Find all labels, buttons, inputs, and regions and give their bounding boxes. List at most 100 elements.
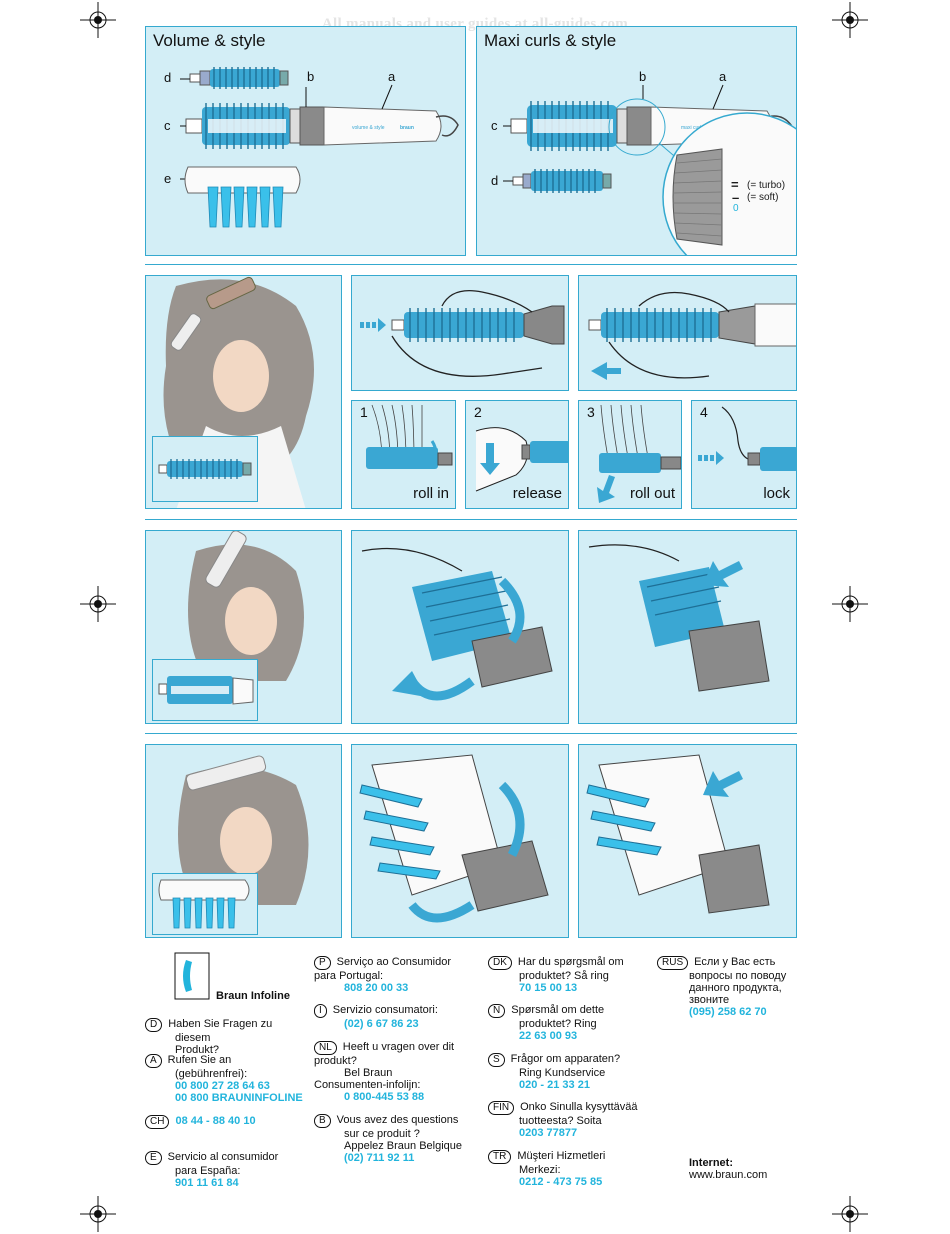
comb-twist-panel xyxy=(351,744,569,938)
curl-attachment-icon xyxy=(158,676,254,705)
roll-in-illustration xyxy=(366,404,453,469)
step-number: 1 xyxy=(360,404,368,420)
country-code: I xyxy=(314,1004,327,1018)
attach-brush-illustration xyxy=(360,289,565,377)
step-roll-out: 3 roll out xyxy=(578,400,682,509)
registration-mark-icon xyxy=(832,2,868,38)
lock-illustration xyxy=(698,406,796,471)
roll-out-illustration xyxy=(597,404,681,503)
panel-title: Volume & style xyxy=(153,31,266,50)
country-code: A xyxy=(145,1054,162,1068)
inset-curl-panel xyxy=(152,659,258,721)
inset-brush-panel xyxy=(152,436,258,502)
switch-mark-turbo: = xyxy=(731,177,739,192)
release-illustration xyxy=(475,427,568,492)
registration-mark-icon xyxy=(832,1196,868,1232)
label-d: d xyxy=(491,173,499,188)
maxi-curls-diagram: maxi curls & style braun xyxy=(503,84,796,255)
curl-release-panel xyxy=(578,530,797,724)
country-code: S xyxy=(488,1053,505,1067)
registration-mark-icon xyxy=(80,1196,116,1232)
detach-brush-illustration xyxy=(588,291,796,380)
country-code: CH xyxy=(145,1115,170,1129)
label-e: e xyxy=(164,171,172,186)
inset-comb-panel xyxy=(152,873,258,935)
country-code: TR xyxy=(488,1150,512,1164)
photo-panel-curls xyxy=(145,530,342,724)
section-divider xyxy=(145,733,797,734)
internet-label: Internet: xyxy=(689,1157,733,1169)
country-code: E xyxy=(145,1151,162,1165)
photo-panel-brush xyxy=(145,275,342,509)
registration-mark-icon xyxy=(832,586,868,622)
brush-attachment-icon xyxy=(158,459,252,479)
country-code: DK xyxy=(488,956,512,970)
comb-release-panel xyxy=(578,744,797,938)
step-label: lock xyxy=(763,485,790,502)
panel-title: Maxi curls & style xyxy=(484,31,617,50)
step-label: roll out xyxy=(629,485,675,502)
label-a: a xyxy=(388,69,396,84)
label-b: b xyxy=(639,69,647,84)
soft-label: (= soft) xyxy=(747,192,779,203)
label-a: a xyxy=(719,69,727,84)
curl-release-illustration xyxy=(588,544,770,692)
turbo-label: (= turbo) xyxy=(747,180,786,191)
section-divider xyxy=(145,519,797,520)
curl-twist-panel xyxy=(351,530,569,724)
switch-mark-soft: – xyxy=(732,190,740,205)
country-code: NL xyxy=(314,1041,337,1055)
switch-mark-off: 0 xyxy=(733,203,739,214)
country-code: P xyxy=(314,956,331,970)
woman-curling-illustration xyxy=(188,531,304,681)
maxi-curls-panel: Maxi curls & style maxi curls & style br… xyxy=(476,26,797,256)
country-code: N xyxy=(488,1004,506,1018)
label-c: c xyxy=(491,118,498,133)
registration-mark-icon xyxy=(80,586,116,622)
step-number: 2 xyxy=(474,404,482,420)
step-number: 4 xyxy=(700,404,708,420)
attach-brush-panel xyxy=(351,275,569,391)
step-number: 3 xyxy=(587,404,595,420)
country-code: FIN xyxy=(488,1101,515,1115)
curl-twist-illustration xyxy=(361,547,553,701)
label-c: c xyxy=(164,118,171,133)
brand-logo: braun xyxy=(400,125,414,131)
registration-mark-icon xyxy=(80,2,116,38)
detach-brush-panel xyxy=(578,275,797,391)
section-divider xyxy=(145,264,797,265)
label-d: d xyxy=(164,70,172,85)
watermark: All manuals and user guides at all-guide… xyxy=(321,16,629,32)
woman-combing-illustration xyxy=(178,755,309,905)
step-label: release xyxy=(512,485,562,502)
volume-style-diagram: volume & style braun xyxy=(180,67,459,228)
volume-style-panel: Volume & style volume & style braun xyxy=(145,26,466,256)
internet-url[interactable]: www.braun.com xyxy=(689,1169,768,1181)
photo-panel-comb xyxy=(145,744,342,938)
infoline-label: Braun Infoline xyxy=(216,990,290,1002)
comb-release-illustration xyxy=(586,754,770,914)
phone-icon xyxy=(174,952,210,1000)
step-label: roll in xyxy=(413,485,449,502)
country-code: B xyxy=(314,1114,331,1128)
handle-text: volume & style xyxy=(352,125,385,131)
label-b: b xyxy=(307,69,315,84)
comb-twist-illustration xyxy=(359,754,549,923)
country-code: D xyxy=(145,1018,163,1032)
internet-block: Internet: www.braun.com xyxy=(689,1157,809,1181)
step-roll-in: 1 roll in xyxy=(351,400,456,509)
step-lock: 4 lock xyxy=(691,400,797,509)
